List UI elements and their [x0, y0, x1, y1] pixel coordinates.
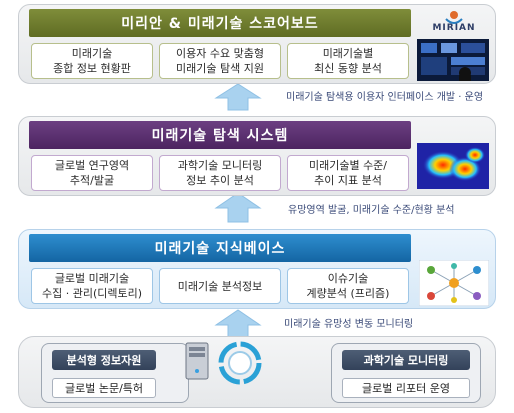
- source-left-header: 분석형 정보자원: [52, 350, 156, 370]
- source-group-right: 과학기술 모니터링 글로벌 리포터 운영: [331, 343, 481, 403]
- network-diagram-icon: [419, 260, 489, 306]
- arrow-up-1: [214, 83, 262, 111]
- mirian-logo-icon: [445, 11, 463, 24]
- source-group-left: 분석형 정보자원 글로벌 논문/특허: [41, 343, 189, 403]
- caption-3: 미래기술 유망성 변동 모니터링: [284, 319, 414, 330]
- caption-1: 미래기술 탐색용 이용자 인터페이스 개발 · 운영: [286, 92, 484, 103]
- server-tower-icon: [185, 342, 209, 380]
- source-right-item: 글로벌 리포터 운영: [342, 378, 470, 398]
- exploration-title: 미래기술 탐색 시스템: [29, 121, 411, 149]
- cycle-circle-icon: [218, 341, 262, 385]
- knowledge-base-title: 미래기술 지식베이스: [29, 234, 411, 262]
- item-analysis-info: 미래기술 분석정보: [159, 268, 281, 304]
- source-panel: 분석형 정보자원 글로벌 논문/특허 과학기술 모니터링 글로벌 리포터 운영: [18, 336, 496, 408]
- heatmap-icon: [417, 143, 489, 189]
- source-right-header: 과학기술 모니터링: [342, 350, 470, 370]
- mirian-logo: MIRIAN: [419, 9, 489, 37]
- arrow-up-2: [214, 192, 262, 223]
- screen-photo-icon: [417, 39, 489, 81]
- caption-2: 유망영역 발굴, 미래기술 수준/현황 분석: [288, 205, 455, 216]
- item-level-indicator: 미래기술별 수준/추이 지표 분석: [287, 155, 409, 191]
- source-left-item: 글로벌 논문/특허: [52, 378, 156, 398]
- scoreboard-title: 미리안 & 미래기술 스코어보드: [29, 9, 411, 37]
- mirian-logo-text: MIRIAN: [432, 23, 476, 33]
